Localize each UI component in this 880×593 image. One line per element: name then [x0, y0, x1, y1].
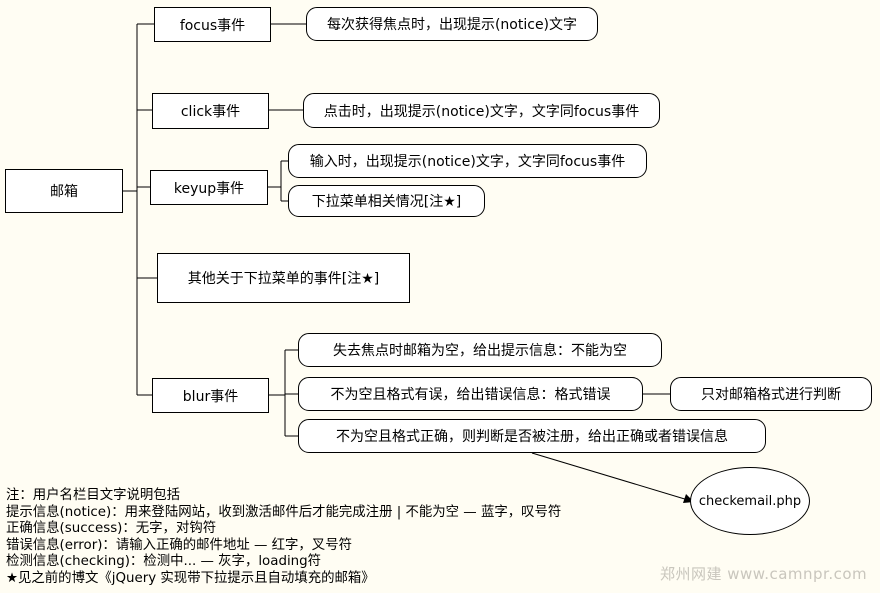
focus-detail-node: 每次获得焦点时，出现提示(notice)文字: [306, 7, 598, 41]
blur-empty-label: 失去焦点时邮箱为空，给出提示信息：不能为空: [333, 343, 627, 359]
keyup-event-node: keyup事件: [150, 170, 268, 205]
format-check-only-label: 只对邮箱格式进行判断: [701, 387, 841, 403]
other-event-label: 其他关于下拉菜单的事件[注★]: [187, 271, 380, 287]
click-event-label: click事件: [180, 104, 241, 120]
focus-event-node: focus事件: [154, 7, 271, 42]
checkemail-server-label: checkemail.php: [698, 493, 802, 509]
keyup-event-label: keyup事件: [173, 180, 245, 197]
keyup-detail-dropdown-node: 下拉菜单相关情况[注★]: [288, 185, 485, 217]
blur-format-error-node: 不为空且格式有误，给出错误信息：格式错误: [298, 377, 643, 411]
blur-registered-check-label: 不为空且格式正确，则判断是否被注册，给出正确或者错误信息: [336, 429, 728, 445]
root-label: 邮箱: [50, 184, 78, 200]
format-check-only-node: 只对邮箱格式进行判断: [670, 377, 872, 411]
other-event-node: 其他关于下拉菜单的事件[注★]: [157, 253, 410, 303]
keyup-detail-input-node: 输入时，出现提示(notice)文字，文字同focus事件: [288, 144, 647, 178]
checkemail-server-node: checkemail.php: [690, 467, 810, 535]
keyup-detail-input-label: 输入时，出现提示(notice)文字，文字同focus事件: [309, 154, 626, 170]
blur-registered-check-node: 不为空且格式正确，则判断是否被注册，给出正确或者错误信息: [298, 419, 766, 453]
blur-event-node: blur事件: [152, 378, 269, 413]
notes-block: 注：用户名栏目文字说明包括 提示信息(notice)：用来登陆网站，收到激活邮件…: [6, 488, 561, 588]
root-node-email: 邮箱: [5, 169, 123, 213]
note-line: 错误信息(error)：请输入正确的邮件地址 — 红字，叉号符: [6, 537, 352, 553]
keyup-detail-dropdown-label: 下拉菜单相关情况[注★]: [311, 194, 462, 210]
click-detail-label: 点击时，出现提示(notice)文字，文字同focus事件: [323, 103, 640, 120]
note-line: 检测信息(checking)：检测中... — 灰字，loading符: [6, 554, 322, 570]
click-detail-node: 点击时，出现提示(notice)文字，文字同focus事件: [303, 93, 660, 128]
note-line: ★见之前的博文《jQuery 实现带下拉提示且自动填充的邮箱》: [6, 570, 375, 586]
note-line: 提示信息(notice)：用来登陆网站，收到激活邮件后才能完成注册 | 不能为空…: [6, 504, 562, 520]
note-line: 注：用户名栏目文字说明包括: [6, 488, 181, 503]
focus-event-label: focus事件: [179, 17, 246, 34]
blur-format-error-label: 不为空且格式有误，给出错误信息：格式错误: [330, 387, 611, 403]
click-event-node: click事件: [152, 93, 269, 129]
focus-detail-label: 每次获得焦点时，出现提示(notice)文字: [326, 17, 578, 33]
note-line: 正确信息(success)：无字，对钩符: [6, 521, 217, 537]
blur-empty-node: 失去焦点时邮箱为空，给出提示信息：不能为空: [298, 333, 662, 367]
blur-event-label: blur事件: [182, 388, 239, 405]
watermark-text: 郑州网建 www.camnpr.com: [660, 565, 868, 583]
